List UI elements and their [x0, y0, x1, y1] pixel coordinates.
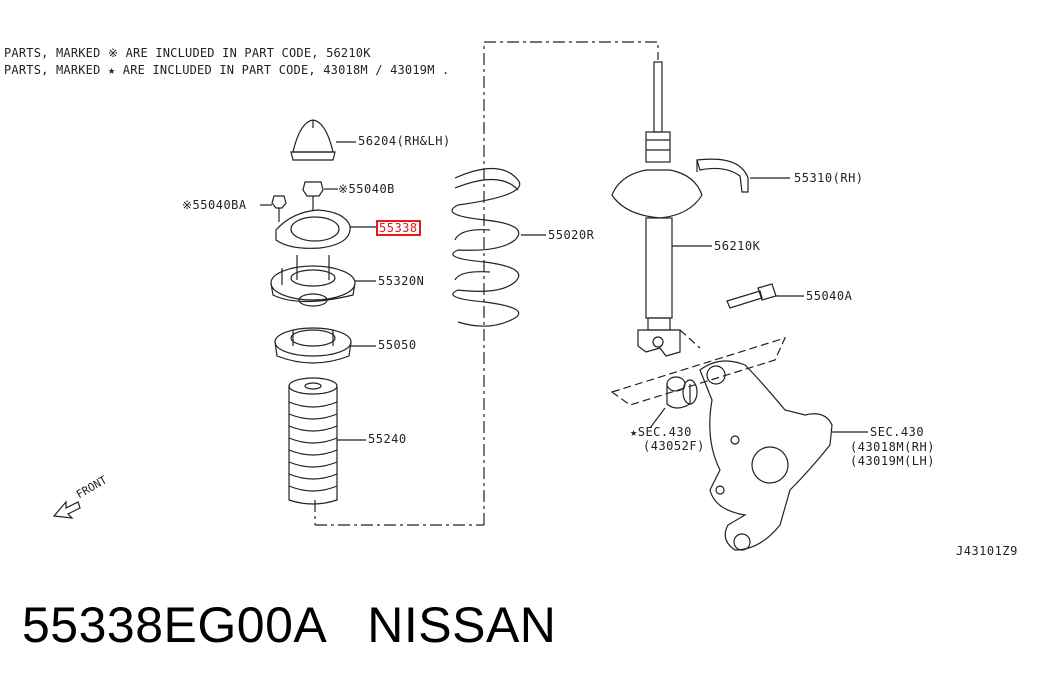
label-43019m[interactable]: (43019M(LH): [850, 454, 935, 468]
bracket-55310: [696, 158, 749, 193]
mount-55320n: [270, 255, 356, 307]
part-number: 55338EG00A: [22, 597, 328, 653]
diagram-code: J43101Z9: [956, 544, 1018, 558]
label-43018m[interactable]: (43018M(RH): [850, 440, 935, 454]
plate-55338: [275, 209, 351, 249]
dashed-knuckle-link: [610, 337, 787, 406]
label-55338-highlighted[interactable]: 55338: [376, 220, 421, 236]
bolt-55040ba: [271, 195, 287, 222]
part-caption: 55338EG00A NISSAN: [22, 596, 556, 654]
note-marked-asterisk: PARTS, MARKED ※ ARE INCLUDED IN PART COD…: [4, 46, 371, 60]
label-55040b[interactable]: ※55040B: [338, 182, 395, 196]
label-55040ba[interactable]: ※55040BA: [182, 198, 247, 212]
strut-56210k: [611, 61, 703, 357]
knuckle-sec430: [699, 360, 833, 551]
bushing-43052f: [666, 376, 698, 409]
dashed-bracket-top: [483, 41, 659, 525]
label-43052f[interactable]: (43052F): [643, 439, 705, 453]
seat-55050: [274, 327, 352, 364]
label-55040a[interactable]: 55040A: [806, 289, 853, 303]
label-56204[interactable]: 56204(RH&LH): [358, 134, 451, 148]
bump-cap-56204: [290, 119, 336, 161]
front-arrow-icon: [52, 500, 81, 519]
brand-name: NISSAN: [367, 597, 557, 653]
nut-55040b: [302, 181, 324, 210]
note-marked-star: PARTS, MARKED ★ ARE INCLUDED IN PART COD…: [4, 63, 450, 77]
label-55320n[interactable]: 55320N: [378, 274, 425, 288]
label-55020r[interactable]: 55020R: [548, 228, 595, 242]
label-sec430-bushing[interactable]: ★SEC.430: [630, 425, 692, 439]
label-55050[interactable]: 55050: [378, 338, 417, 352]
label-55240[interactable]: 55240: [368, 432, 407, 446]
coil-spring-55020r: [451, 167, 521, 327]
label-sec430-knuckle[interactable]: SEC.430: [870, 425, 925, 439]
bolt-55040a: [726, 283, 777, 309]
label-56210k[interactable]: 56210K: [714, 239, 761, 253]
label-55310[interactable]: 55310(RH): [794, 171, 864, 185]
bellows-boot-55240: [288, 377, 338, 505]
